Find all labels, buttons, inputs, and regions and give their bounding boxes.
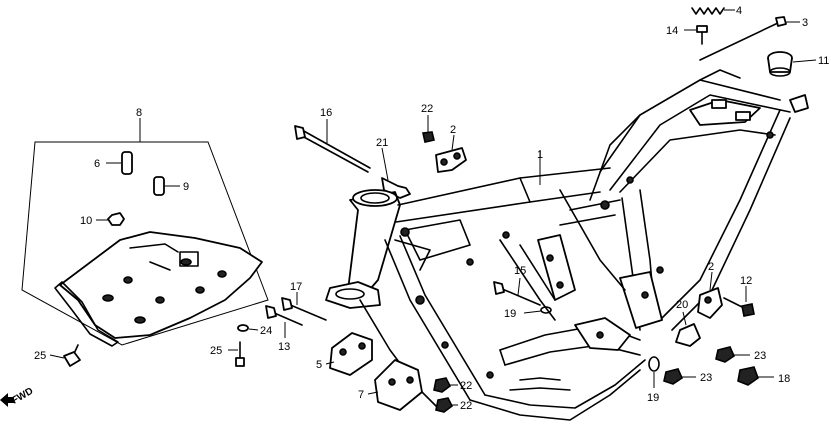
callout-15: 15 bbox=[514, 265, 526, 277]
callout-25: 25 bbox=[34, 350, 46, 362]
nut-23-a bbox=[715, 346, 750, 363]
callout-22: 22 bbox=[421, 103, 433, 115]
callout-labels: 1 2 2 3 4 5 6 7 8 9 10 11 12 13 14 15 16… bbox=[10, 5, 829, 412]
callout-16: 16 bbox=[320, 107, 332, 119]
bolt-17 bbox=[281, 292, 327, 321]
washer-19-right bbox=[648, 356, 660, 388]
callout-13: 13 bbox=[278, 341, 290, 353]
callout-2: 2 bbox=[450, 124, 456, 136]
nut-10 bbox=[96, 212, 125, 226]
callout-8: 8 bbox=[136, 107, 142, 119]
bracket-5 bbox=[325, 332, 373, 376]
callout-12: 12 bbox=[740, 275, 752, 287]
callout-11: 11 bbox=[818, 55, 829, 67]
callout-7: 7 bbox=[358, 389, 364, 401]
bolt-13 bbox=[265, 305, 303, 338]
callout-25: 25 bbox=[210, 345, 222, 357]
collar-9 bbox=[153, 176, 180, 196]
skid-plate-group bbox=[21, 118, 269, 347]
callout-19: 19 bbox=[647, 392, 659, 404]
nut-22-lower-a bbox=[433, 377, 458, 393]
washer-24 bbox=[237, 324, 259, 332]
callout-18: 18 bbox=[778, 373, 790, 385]
callout-2: 2 bbox=[708, 261, 714, 273]
bolt-25-center bbox=[228, 341, 245, 367]
callout-14: 14 bbox=[666, 25, 678, 37]
bolt-22-top bbox=[422, 115, 435, 143]
callout-19: 19 bbox=[504, 308, 516, 320]
group-bracket bbox=[21, 141, 269, 346]
nut-23-b bbox=[663, 368, 696, 385]
callout-21: 21 bbox=[376, 137, 388, 149]
callout-24: 24 bbox=[260, 325, 272, 337]
fwd-arrow-icon bbox=[0, 393, 14, 407]
callout-23: 23 bbox=[754, 350, 766, 362]
callout-6: 6 bbox=[94, 158, 100, 170]
collar-6 bbox=[106, 151, 133, 175]
callout-4: 4 bbox=[736, 5, 742, 17]
callout-22: 22 bbox=[460, 380, 472, 392]
spring-4 bbox=[691, 7, 735, 15]
main-frame bbox=[325, 69, 809, 421]
callout-5: 5 bbox=[316, 359, 322, 371]
bolt-16 bbox=[294, 119, 371, 173]
nut-22-lower-b bbox=[435, 397, 458, 413]
bolt-14 bbox=[684, 25, 708, 45]
bracket-2-top bbox=[435, 134, 467, 173]
fwd-label: FWD bbox=[10, 386, 35, 407]
bolt-15 bbox=[493, 277, 541, 306]
rod-3 bbox=[699, 16, 800, 61]
bracket-2-right bbox=[697, 271, 723, 319]
callout-22: 22 bbox=[460, 400, 472, 412]
callout-23: 23 bbox=[700, 372, 712, 384]
bracket-7 bbox=[367, 359, 423, 411]
callout-3: 3 bbox=[802, 17, 808, 29]
nut-18 bbox=[737, 366, 774, 386]
callout-9: 9 bbox=[183, 181, 189, 193]
callout-17: 17 bbox=[290, 281, 302, 293]
callout-1: 1 bbox=[537, 149, 543, 161]
callout-10: 10 bbox=[80, 215, 92, 227]
washer-19-center bbox=[523, 306, 552, 314]
collar-20 bbox=[675, 311, 701, 347]
skid-plate bbox=[54, 231, 263, 347]
callout-20: 20 bbox=[676, 299, 688, 311]
cap-11 bbox=[767, 51, 817, 77]
bolt-12 bbox=[723, 286, 755, 317]
bolt-25-left bbox=[49, 344, 81, 367]
